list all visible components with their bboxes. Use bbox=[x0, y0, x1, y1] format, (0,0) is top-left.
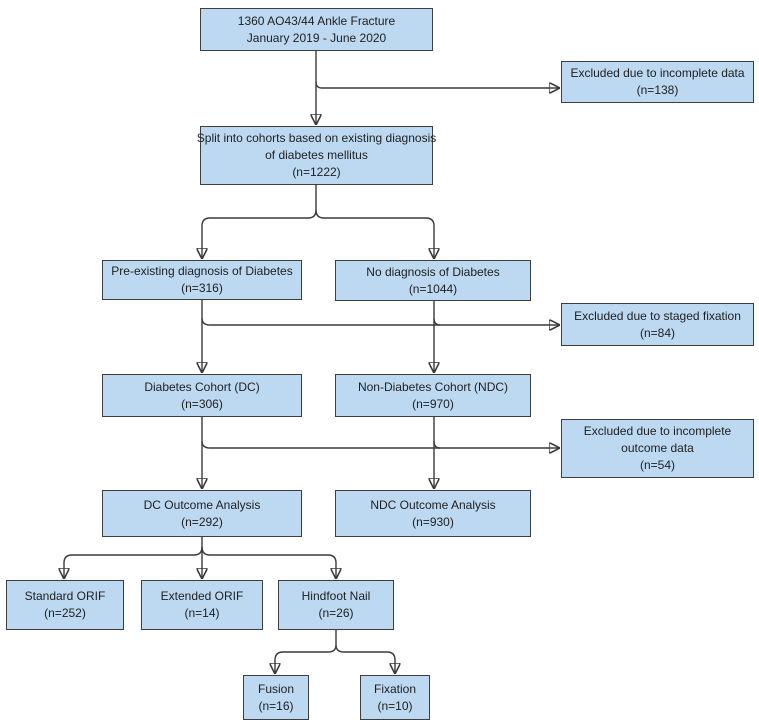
non-diabetes-cohort-box: Non-Diabetes Cohort (NDC) (n=970) bbox=[335, 374, 531, 417]
standard-orif-label: Standard ORIF bbox=[24, 589, 106, 603]
excluded-incomplete-outcome-label-line2: outcome data bbox=[621, 441, 694, 455]
hindfoot-nail-box: Hindfoot Nail (n=26) bbox=[278, 580, 394, 630]
arrow-dc-outcome-to-standard-orif bbox=[64, 537, 203, 578]
ndc-outcome-box: NDC Outcome Analysis (n=930) bbox=[335, 490, 531, 537]
excluded-staged-fixation-label: Excluded due to staged fixation bbox=[574, 308, 741, 323]
fusion-count: (n=16) bbox=[258, 698, 294, 713]
arrow-split-to-no-diabetes bbox=[315, 209, 434, 258]
excluded-incomplete-data-count: (n=138) bbox=[636, 83, 679, 97]
standard-orif-count: (n=252) bbox=[44, 606, 86, 620]
extended-orif-box: Extended ORIF (n=14) bbox=[141, 580, 263, 630]
fixation-box: Fixation (n=10) bbox=[360, 675, 430, 720]
hindfoot-nail-label: Hindfoot Nail bbox=[301, 589, 371, 603]
connector-ndc-branch-outcome bbox=[433, 440, 441, 449]
extended-orif-label: Extended ORIF bbox=[160, 589, 244, 603]
connector-ndc-branch-staged bbox=[433, 317, 441, 326]
pre-existing-diabetes-count: (n=316) bbox=[181, 281, 223, 295]
start-date-range: January 2019 - June 2020 bbox=[246, 30, 387, 45]
arrow-to-excluded-incomplete-outcome bbox=[201, 440, 559, 448]
excluded-incomplete-data-label: Excluded due to incomplete data bbox=[570, 66, 745, 80]
excluded-staged-fixation-count: (n=84) bbox=[639, 325, 676, 340]
non-diabetes-cohort-count: (n=970) bbox=[412, 396, 454, 411]
excluded-incomplete-outcome-box: Excluded due to incomplete outcome data … bbox=[561, 419, 754, 478]
excluded-staged-fixation-box: Excluded due to staged fixation (n=84) bbox=[561, 303, 754, 346]
split-label-line2: of diabetes mellitus bbox=[265, 148, 368, 162]
fixation-count: (n=10) bbox=[377, 698, 413, 713]
standard-orif-box: Standard ORIF (n=252) bbox=[6, 580, 124, 630]
pre-existing-diabetes-label: Pre-existing diagnosis of Diabetes bbox=[111, 264, 293, 278]
arrow-dc-outcome-to-hindfoot-nail bbox=[201, 546, 336, 578]
arrow-hindfoot-to-fusion bbox=[275, 630, 337, 673]
diabetes-cohort-box: Diabetes Cohort (DC) (n=306) bbox=[102, 374, 302, 417]
dc-outcome-box: DC Outcome Analysis (n=292) bbox=[102, 490, 302, 537]
excluded-incomplete-outcome-count: (n=54) bbox=[639, 458, 676, 472]
fixation-label: Fixation bbox=[373, 681, 417, 696]
start-title: 1360 AO43/44 Ankle Fracture bbox=[237, 13, 396, 28]
split-count: (n=1222) bbox=[292, 165, 341, 179]
ndc-outcome-label: NDC Outcome Analysis bbox=[370, 497, 496, 512]
diabetes-cohort-label: Diabetes Cohort (DC) bbox=[144, 379, 260, 394]
pre-existing-diabetes-box: Pre-existing diagnosis of Diabetes (n=31… bbox=[102, 260, 302, 300]
no-diabetes-box: No diagnosis of Diabetes (n=1044) bbox=[335, 260, 531, 301]
arrow-to-excluded-staged-fixation bbox=[201, 317, 559, 325]
extended-orif-count: (n=14) bbox=[184, 606, 220, 620]
split-label-line1: Split into cohorts based on existing dia… bbox=[196, 131, 437, 145]
excluded-incomplete-data-box: Excluded due to incomplete data (n=138) bbox=[561, 61, 754, 103]
fusion-label: Fusion bbox=[257, 681, 295, 696]
start-box: 1360 AO43/44 Ankle Fracture January 2019… bbox=[200, 8, 433, 51]
arrow-split-to-pre-existing bbox=[202, 185, 317, 258]
diabetes-cohort-count: (n=306) bbox=[181, 396, 223, 411]
ndc-outcome-count: (n=930) bbox=[412, 514, 454, 529]
no-diabetes-count: (n=1044) bbox=[408, 281, 458, 296]
fusion-box: Fusion (n=16) bbox=[243, 675, 309, 720]
arrow-hindfoot-to-fixation bbox=[335, 644, 395, 673]
dc-outcome-label: DC Outcome Analysis bbox=[143, 497, 261, 512]
split-box: Split into cohorts based on existing dia… bbox=[196, 126, 437, 185]
hindfoot-nail-count: (n=26) bbox=[318, 606, 354, 620]
arrow-to-excluded-incomplete-data bbox=[315, 81, 559, 88]
dc-outcome-count: (n=292) bbox=[181, 514, 223, 529]
excluded-incomplete-outcome-label-line1: Excluded due to incomplete bbox=[583, 424, 732, 438]
non-diabetes-cohort-label: Non-Diabetes Cohort (NDC) bbox=[357, 379, 509, 394]
no-diabetes-label: No diagnosis of Diabetes bbox=[366, 264, 500, 279]
